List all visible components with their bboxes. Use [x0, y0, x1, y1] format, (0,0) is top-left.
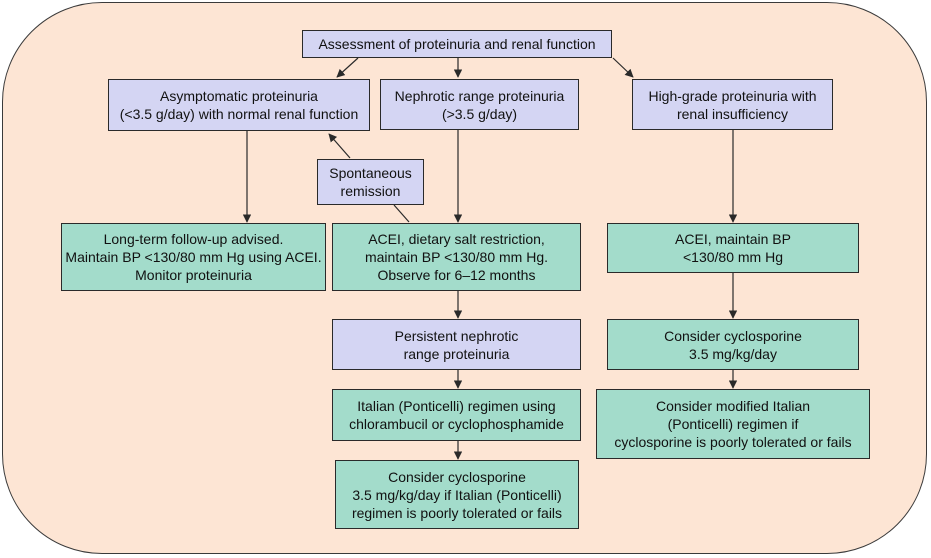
remission-line-1: Spontaneous	[329, 165, 412, 181]
nephrotic-line-1: Nephrotic range proteinuria	[394, 87, 565, 104]
arrow-remission-to-asymptomatic	[328, 133, 351, 159]
spontaneous-remission-box: Spontaneous remission	[317, 159, 424, 205]
remission-line-2: remission	[340, 183, 401, 199]
assessment-line-1: Assessment of proteinuria and renal func…	[318, 36, 596, 52]
asymptomatic-proteinuria-box: Asymptomatic proteinuria (<3.5 g/day) wi…	[108, 79, 370, 131]
acei-salt-line-2: maintain BP <130/80 mm Hg.	[364, 249, 548, 265]
acei-salt-line-1: ACEI, dietary salt restriction,	[368, 231, 545, 247]
cyclo-right-line-1: Consider cyclosporine	[664, 327, 802, 344]
persistent-nephrotic-box: Persistent nephrotic range proteinuria	[332, 319, 581, 370]
asymptomatic-line-2: (<3.5 g/day) with normal renal function	[119, 106, 359, 122]
persistent-line-1: Persistent nephrotic	[394, 327, 519, 344]
connector-acei-salt-to-remission	[393, 204, 410, 223]
acei-bp-line-1: ACEI, maintain BP	[675, 231, 791, 247]
arrow-assessment-to-high-grade	[612, 57, 634, 78]
cyclo-bottom-line-3: regimen is poorly tolerated or fails	[351, 504, 563, 521]
acei-salt-restriction-box: ACEI, dietary salt restriction, maintain…	[332, 223, 581, 291]
high-grade-line-1: High-grade proteinuria with	[648, 87, 817, 104]
consider-cyclosporine-box: Consider cyclosporine 3.5 mg/kg/day	[607, 319, 859, 370]
italian-line-1: Italian (Ponticelli) regimen using	[357, 398, 556, 414]
nephrotic-range-proteinuria-box: Nephrotic range proteinuria (>3.5 g/day)	[380, 79, 579, 130]
acei-salt-line-3: Observe for 6–12 months	[377, 267, 536, 283]
cyclo-bottom-line-2: 3.5 mg/kg/day if Italian (Ponticelli)	[352, 486, 562, 503]
persistent-line-2: range proteinuria	[403, 345, 510, 362]
high-grade-line-2: renal insufficiency	[676, 105, 789, 122]
high-grade-proteinuria-box: High-grade proteinuria with renal insuff…	[632, 79, 833, 130]
followup-line-3: Monitor proteinuria	[135, 267, 252, 283]
long-term-followup-box: Long-term follow-up advised. Maintain BP…	[61, 223, 326, 291]
followup-line-2: Maintain BP <130/80 mm Hg using ACEI.	[65, 249, 322, 265]
modified-italian-regimen-box: Consider modified Italian (Ponticelli) r…	[596, 389, 870, 459]
asymptomatic-line-1: Asymptomatic proteinuria	[160, 88, 318, 104]
modified-line-3: cyclosporine is poorly tolerated or fail…	[614, 434, 852, 450]
consider-cyclosporine-if-italian-box: Consider cyclosporine 3.5 mg/kg/day if I…	[335, 460, 579, 529]
nephrotic-line-2: (>3.5 g/day)	[441, 105, 518, 122]
italian-line-2: chlorambucil or cyclophosphamide	[349, 416, 564, 432]
assessment-box: Assessment of proteinuria and renal func…	[302, 30, 612, 58]
acei-bp-line-2: <130/80 mm Hg	[683, 249, 783, 265]
acei-maintain-bp-box: ACEI, maintain BP <130/80 mm Hg	[607, 223, 859, 273]
italian-regimen-box: Italian (Ponticelli) regimen using chlor…	[332, 389, 581, 441]
cyclo-bottom-line-1: Consider cyclosporine	[388, 468, 526, 485]
modified-line-1: Consider modified Italian	[655, 398, 811, 414]
cyclo-right-line-2: 3.5 mg/kg/day	[689, 345, 777, 362]
followup-line-1: Long-term follow-up advised.	[103, 231, 284, 247]
arrow-assessment-to-asymptomatic	[336, 57, 359, 78]
modified-line-2: (Ponticelli) regimen if	[667, 416, 799, 432]
